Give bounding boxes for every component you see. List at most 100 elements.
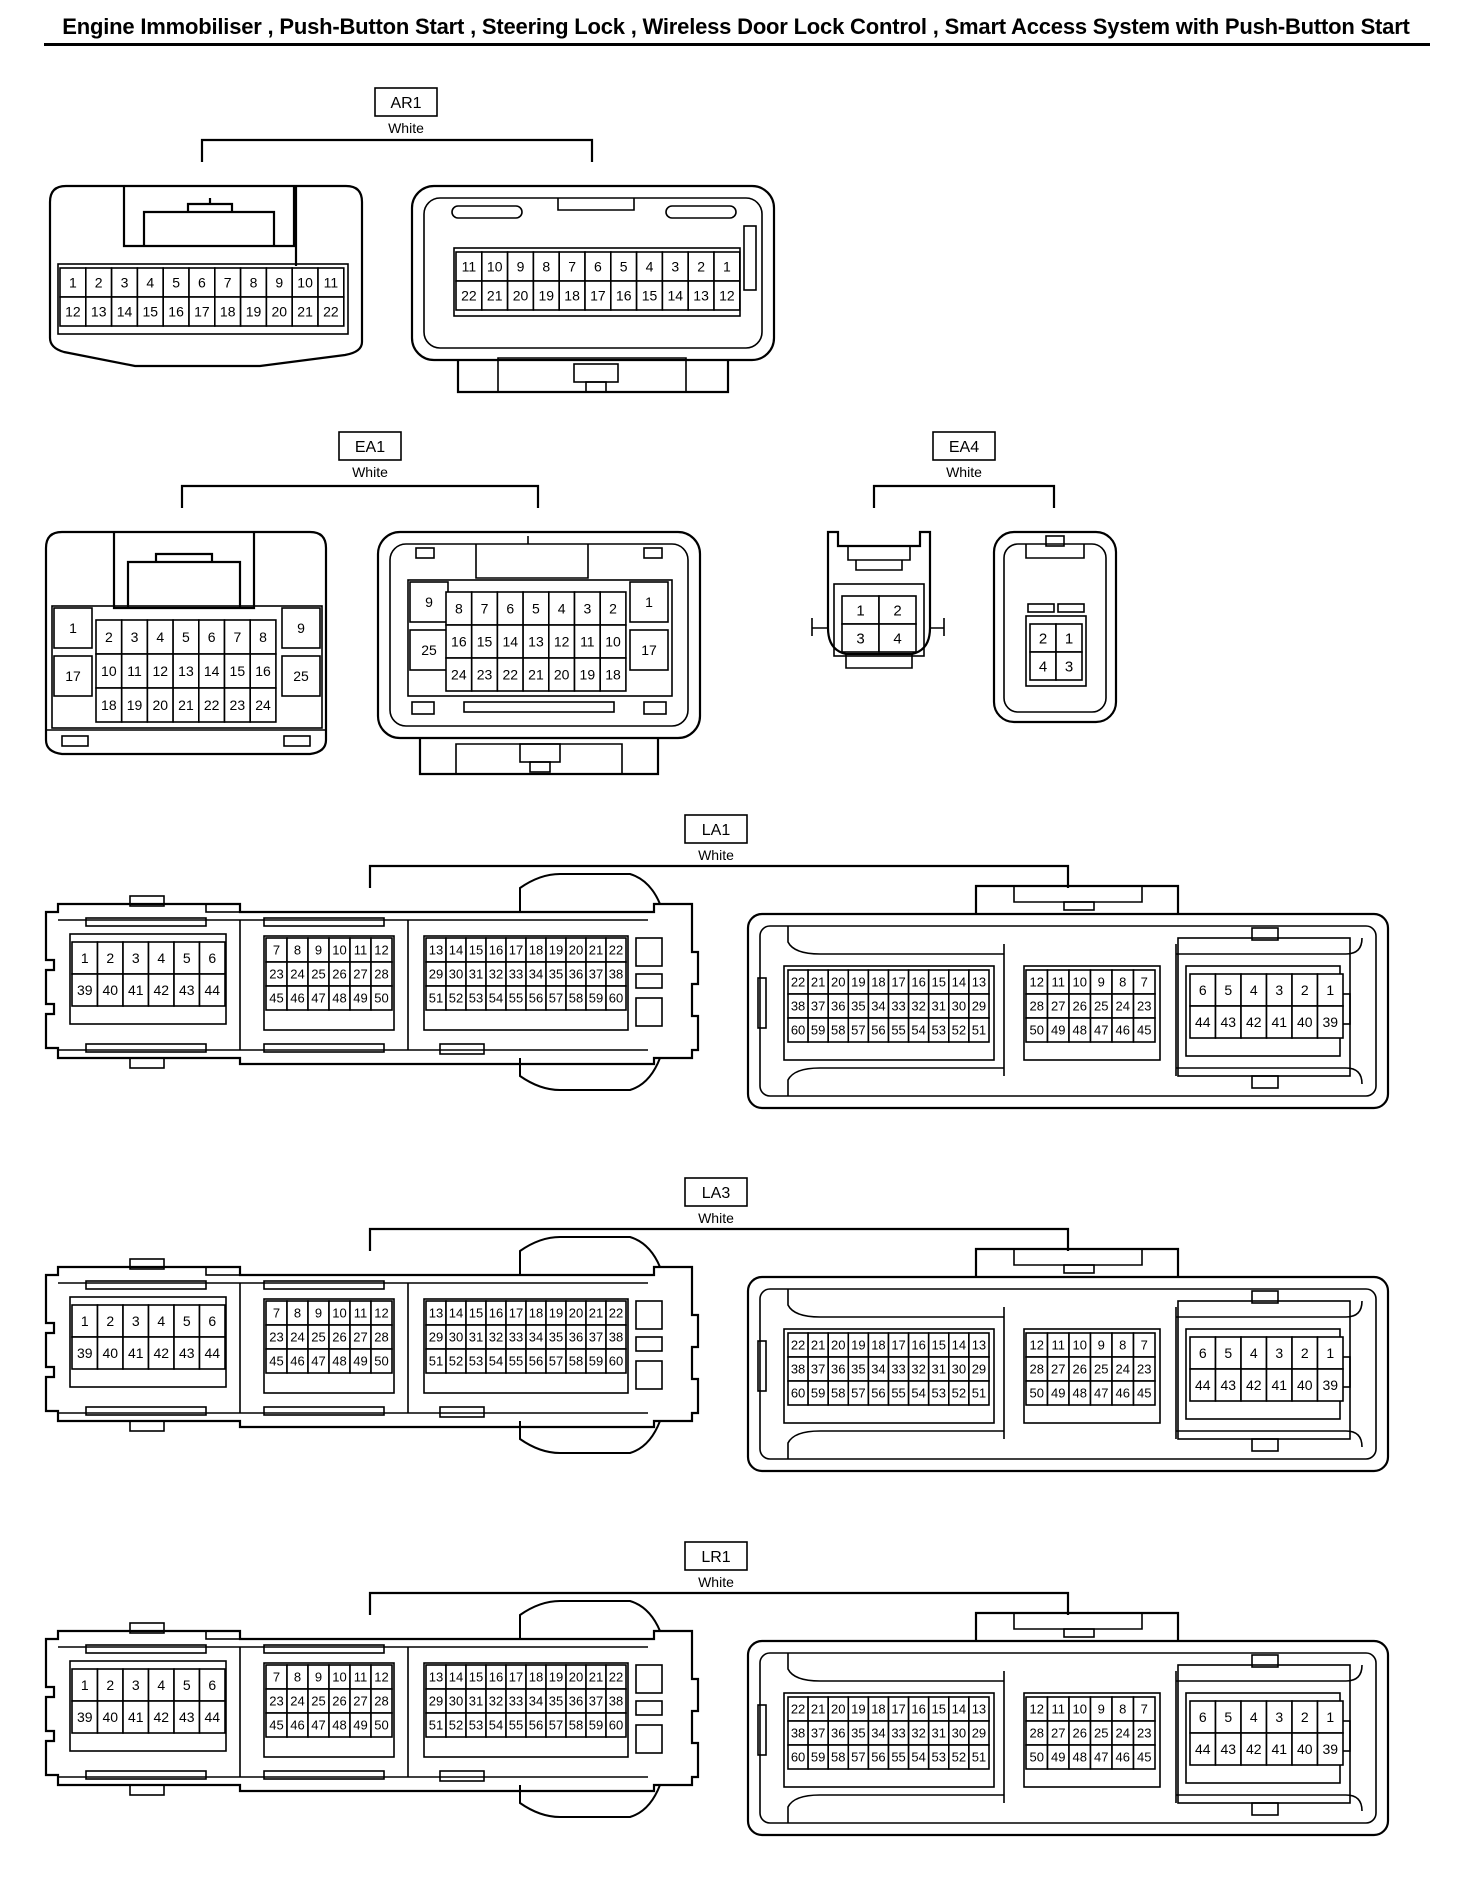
pin-number: 2 xyxy=(1301,982,1309,998)
pin-number: 18 xyxy=(871,975,885,990)
pin-number: 2 xyxy=(105,629,113,645)
connector-label-box xyxy=(374,87,438,117)
pin-number: 54 xyxy=(911,1386,925,1401)
pin-number: 35 xyxy=(549,967,563,982)
side-slot xyxy=(635,1300,663,1330)
pin-number: 59 xyxy=(589,991,603,1006)
pin-number: 16 xyxy=(451,634,467,650)
pin-number: 11 xyxy=(324,275,339,291)
pin-number: 13 xyxy=(429,1670,443,1685)
pin-number: 41 xyxy=(128,982,144,998)
connector-label-box xyxy=(338,431,402,461)
pin-cell xyxy=(687,251,715,282)
pin-cell xyxy=(496,657,524,692)
pin-cell xyxy=(198,687,226,723)
pin-number: 8 xyxy=(294,1306,301,1321)
pin-number: 23 xyxy=(269,967,283,982)
pin-number: 59 xyxy=(811,1023,825,1038)
pin-number: 15 xyxy=(477,634,493,650)
pin-number: 24 xyxy=(1116,1362,1130,1377)
pin-number: 33 xyxy=(891,1362,905,1377)
pin-number: 25 xyxy=(311,1330,325,1345)
pin-number: 49 xyxy=(1051,1386,1065,1401)
foot xyxy=(845,654,913,669)
pin-number: 46 xyxy=(290,991,304,1006)
pin-number: 4 xyxy=(1250,1345,1258,1361)
pin-number: 27 xyxy=(1051,1362,1065,1377)
side-slot xyxy=(635,973,663,989)
pin-number: 45 xyxy=(1137,1386,1151,1401)
housing-inner xyxy=(389,543,689,727)
pin-number: 7 xyxy=(224,275,232,291)
pin-number: 8 xyxy=(294,1670,301,1685)
pin-number: 48 xyxy=(332,991,346,1006)
pin-number: 10 xyxy=(1073,975,1087,990)
pin-number: 51 xyxy=(429,1718,443,1733)
rib xyxy=(1251,1438,1279,1452)
pin-number: 54 xyxy=(489,1354,503,1369)
pin-number: 29 xyxy=(972,1726,986,1741)
rail xyxy=(263,1770,385,1780)
pin-number: 8 xyxy=(259,629,267,645)
pin-number: 3 xyxy=(132,1313,140,1329)
pin-number: 55 xyxy=(891,1750,905,1765)
top-rib xyxy=(129,895,165,907)
pin-number: 9 xyxy=(315,943,322,958)
pin-number: 20 xyxy=(831,1702,845,1717)
pin-number: 55 xyxy=(509,1354,523,1369)
pin-number: 30 xyxy=(952,999,966,1014)
pin-number: 58 xyxy=(569,991,583,1006)
pin-number: 49 xyxy=(353,1718,367,1733)
pin-number: 36 xyxy=(569,967,583,982)
pin-number: 60 xyxy=(791,1386,805,1401)
foot xyxy=(61,735,89,747)
pin-number: 7 xyxy=(1141,1702,1148,1717)
pin-cell xyxy=(968,1744,990,1770)
pin-number: 2 xyxy=(609,601,617,617)
pin-cell xyxy=(629,581,669,623)
pin-number: 4 xyxy=(1250,982,1258,998)
pin-number: 17 xyxy=(194,304,210,320)
pin-cell xyxy=(605,1348,627,1374)
pin-number: 21 xyxy=(487,288,503,304)
pin-number: 56 xyxy=(529,1718,543,1733)
pin-number: 7 xyxy=(481,601,489,617)
pin-number: 4 xyxy=(1039,658,1047,675)
pin-cell xyxy=(506,251,535,282)
pin-number: 5 xyxy=(172,275,180,291)
connector-bracket xyxy=(200,138,594,162)
pin-number: 46 xyxy=(290,1354,304,1369)
connector-bodies xyxy=(44,184,1390,1837)
cavity-block xyxy=(1023,1328,1161,1424)
pin-cell xyxy=(599,657,627,692)
pin-number: 50 xyxy=(374,1718,388,1733)
housing-outline xyxy=(974,884,1180,914)
pin-number: 16 xyxy=(489,943,503,958)
pin-number: 5 xyxy=(182,629,190,645)
cavity-block xyxy=(51,605,323,729)
pin-number: 40 xyxy=(102,1345,118,1361)
cavity-block xyxy=(833,583,925,657)
pin-number: 23 xyxy=(269,1330,283,1345)
rail xyxy=(85,1770,207,1780)
pin-number: 10 xyxy=(1073,1338,1087,1353)
pin-number: 27 xyxy=(353,967,367,982)
pin-number: 11 xyxy=(354,943,368,958)
pin-number: 7 xyxy=(273,943,280,958)
pin-number: 47 xyxy=(311,1718,325,1733)
pin-cell xyxy=(71,1336,99,1370)
pin-number: 2 xyxy=(1039,630,1047,647)
pin-number: 3 xyxy=(131,629,139,645)
pin-number: 8 xyxy=(1119,1338,1126,1353)
pin-number: 15 xyxy=(143,304,159,320)
pin-cell xyxy=(1055,623,1083,653)
pin-number: 42 xyxy=(1246,1377,1262,1393)
pin-cell xyxy=(599,624,627,659)
pin-number: 8 xyxy=(542,259,550,275)
pin-number: 6 xyxy=(594,259,602,275)
pin-number: 43 xyxy=(179,982,195,998)
pin-number: 34 xyxy=(871,1726,885,1741)
hood xyxy=(519,1784,661,1818)
pin-number: 18 xyxy=(220,304,236,320)
pin-number: 32 xyxy=(489,1694,503,1709)
